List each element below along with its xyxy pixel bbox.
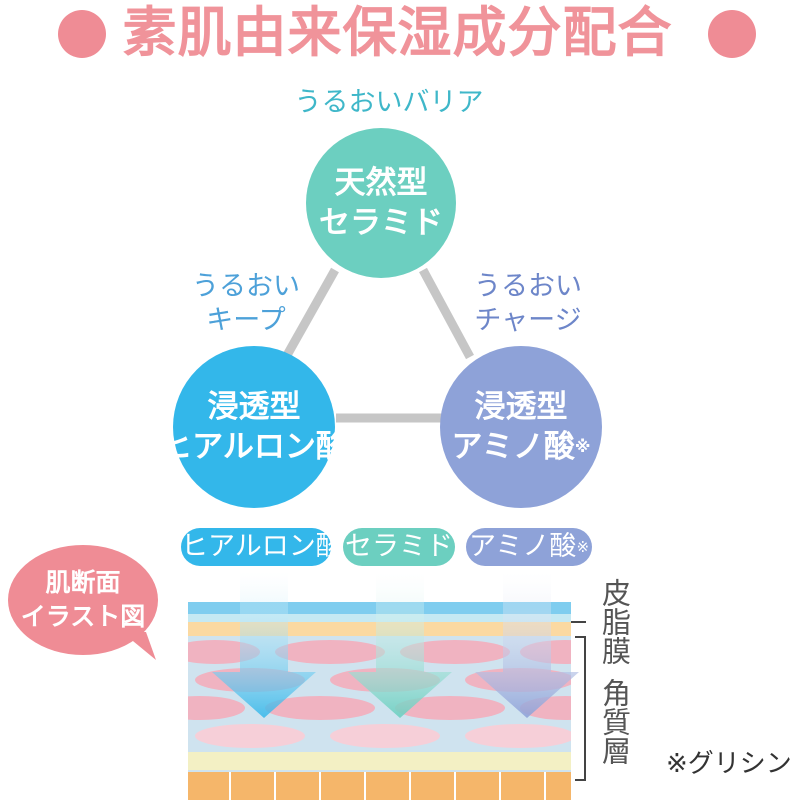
stratum-label-text: 角質層 [596,678,633,765]
glycine-footnote: ※グリシン [666,743,792,780]
layer-brackets [571,622,586,780]
sebum-label: 皮脂膜 [594,578,634,674]
sebum-label-text: 皮脂膜 [596,578,633,665]
stratum-label: 角質層 [594,678,634,774]
penetration-arrows [212,572,579,718]
living-cells [188,772,571,800]
